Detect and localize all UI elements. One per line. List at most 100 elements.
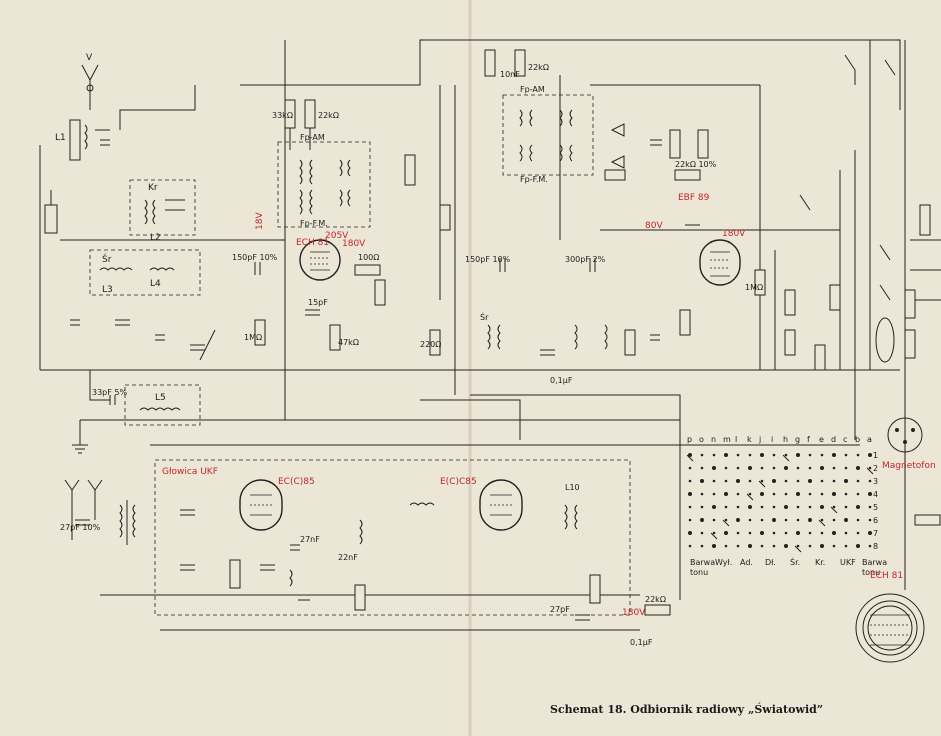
matrix-contact bbox=[700, 544, 704, 548]
matrix-contact bbox=[820, 544, 824, 548]
matrix-contact bbox=[796, 544, 800, 548]
matrix-contact bbox=[868, 453, 872, 457]
matrix-label: Dł. bbox=[765, 558, 776, 567]
matrix-contact bbox=[808, 531, 812, 535]
matrix-contact bbox=[820, 531, 824, 535]
tube-ecc85-b bbox=[479, 479, 523, 531]
matrix-contact bbox=[784, 531, 788, 535]
matrix-contact bbox=[844, 531, 848, 535]
matrix-row-7: 7 bbox=[873, 529, 878, 538]
res-330: 220Ω bbox=[420, 340, 441, 349]
matrix-label: tonu bbox=[690, 568, 708, 577]
matrix-contact bbox=[688, 466, 692, 470]
am-tuning-block: Kr L2 Śr L3 L4 bbox=[70, 179, 216, 361]
matrix-contact bbox=[856, 544, 860, 548]
matrix-contact bbox=[832, 544, 836, 548]
matrix-contact bbox=[856, 479, 860, 483]
coil-l1: L1 bbox=[55, 133, 66, 143]
tube-ecc85-a bbox=[239, 479, 283, 531]
label-fp-fm: Fp-F.M. bbox=[300, 219, 328, 228]
coil-l3: L3 bbox=[102, 285, 113, 295]
matrix-row-2: 2 bbox=[873, 464, 878, 473]
matrix-contact bbox=[808, 492, 812, 496]
res-22k: 22kΩ bbox=[318, 111, 339, 120]
matrix-contact bbox=[724, 544, 728, 548]
matrix-contact bbox=[856, 518, 860, 522]
matrix-contact bbox=[712, 453, 716, 457]
socket-ech81-label: ECH 81 bbox=[870, 571, 903, 581]
matrix-label: Barwa bbox=[690, 558, 715, 567]
matrix-col-m: m bbox=[723, 435, 731, 444]
matrix-contact bbox=[748, 492, 752, 496]
matrix-label: Ad. bbox=[740, 558, 753, 567]
voltage-180v-ech: 180V bbox=[342, 239, 366, 249]
matrix-bar bbox=[830, 506, 838, 514]
matrix-contact bbox=[808, 544, 812, 548]
matrix-contact bbox=[868, 505, 872, 509]
matrix-label: tonu bbox=[862, 568, 880, 577]
matrix-col-k: k bbox=[747, 435, 752, 444]
coil-sr-if: Śr bbox=[480, 311, 489, 322]
magnetofon-label: Magnetofon bbox=[882, 461, 936, 471]
matrix-bar bbox=[866, 467, 874, 475]
matrix-contact bbox=[796, 466, 800, 470]
matrix-contact bbox=[820, 518, 824, 522]
matrix-contact bbox=[844, 518, 848, 522]
res-22k-ukf: 22kΩ bbox=[645, 595, 666, 604]
matrix-contact bbox=[784, 505, 788, 509]
matrix-contact bbox=[796, 518, 800, 522]
matrix-contact bbox=[712, 492, 716, 496]
label-fp-fm-2: Fp-F.M. bbox=[520, 175, 548, 184]
voltage-18v: 18V bbox=[255, 212, 265, 230]
matrix-contact bbox=[700, 505, 704, 509]
matrix-contact bbox=[772, 466, 776, 470]
antenna-symbol: V bbox=[86, 53, 93, 63]
res-1m-ebf: 1MΩ bbox=[745, 283, 763, 292]
cap-27pf-ukf: 27pF bbox=[550, 605, 570, 614]
matrix-row-6: 6 bbox=[873, 516, 878, 525]
matrix-contact bbox=[808, 466, 812, 470]
matrix-contact bbox=[820, 492, 824, 496]
matrix-contact bbox=[760, 544, 764, 548]
cap-300pf: 300pF 2% bbox=[565, 255, 606, 264]
cap-15pf: 15pF bbox=[308, 298, 328, 307]
matrix-contact bbox=[856, 466, 860, 470]
matrix-contact bbox=[700, 492, 704, 496]
matrix-col-d: d bbox=[831, 435, 836, 444]
cap-01uf-ukf: 0,1μF bbox=[630, 638, 653, 647]
matrix-col-c: c bbox=[843, 435, 847, 444]
tube-ech81-label: ECH 81 bbox=[296, 238, 329, 248]
matrix-row-8: 8 bbox=[873, 542, 878, 551]
ech81-stage: 33kΩ 22kΩ Fp-AM Fp-F.M. 18V 205V 180V EC… bbox=[232, 99, 451, 351]
matrix-contact bbox=[772, 479, 776, 483]
matrix-contact bbox=[736, 544, 740, 548]
matrix-contact bbox=[700, 453, 704, 457]
matrix-contact bbox=[844, 466, 848, 470]
matrix-contact bbox=[760, 479, 764, 483]
matrix-contact bbox=[844, 544, 848, 548]
matrix-contact bbox=[772, 518, 776, 522]
matrix-bar bbox=[794, 545, 802, 553]
matrix-contact bbox=[832, 492, 836, 496]
matrix-contact bbox=[832, 505, 836, 509]
matrix-contact bbox=[724, 531, 728, 535]
matrix-contact bbox=[736, 531, 740, 535]
matrix-col-l: l bbox=[735, 435, 737, 444]
matrix-contact bbox=[856, 505, 860, 509]
matrix-contact bbox=[808, 518, 812, 522]
matrix-contact bbox=[796, 492, 800, 496]
matrix-contact bbox=[748, 479, 752, 483]
matrix-contact bbox=[868, 544, 872, 548]
matrix-bar bbox=[758, 480, 766, 488]
matrix-contact bbox=[832, 518, 836, 522]
coil-l2: L2 bbox=[150, 233, 161, 243]
matrix-contact bbox=[688, 479, 692, 483]
matrix-contact bbox=[868, 466, 872, 470]
cap-33pf: 33pF 5% bbox=[92, 388, 127, 397]
matrix-col-o: o bbox=[699, 435, 704, 444]
matrix-contact bbox=[748, 453, 752, 457]
matrix-contact bbox=[748, 544, 752, 548]
matrix-contact bbox=[688, 544, 692, 548]
